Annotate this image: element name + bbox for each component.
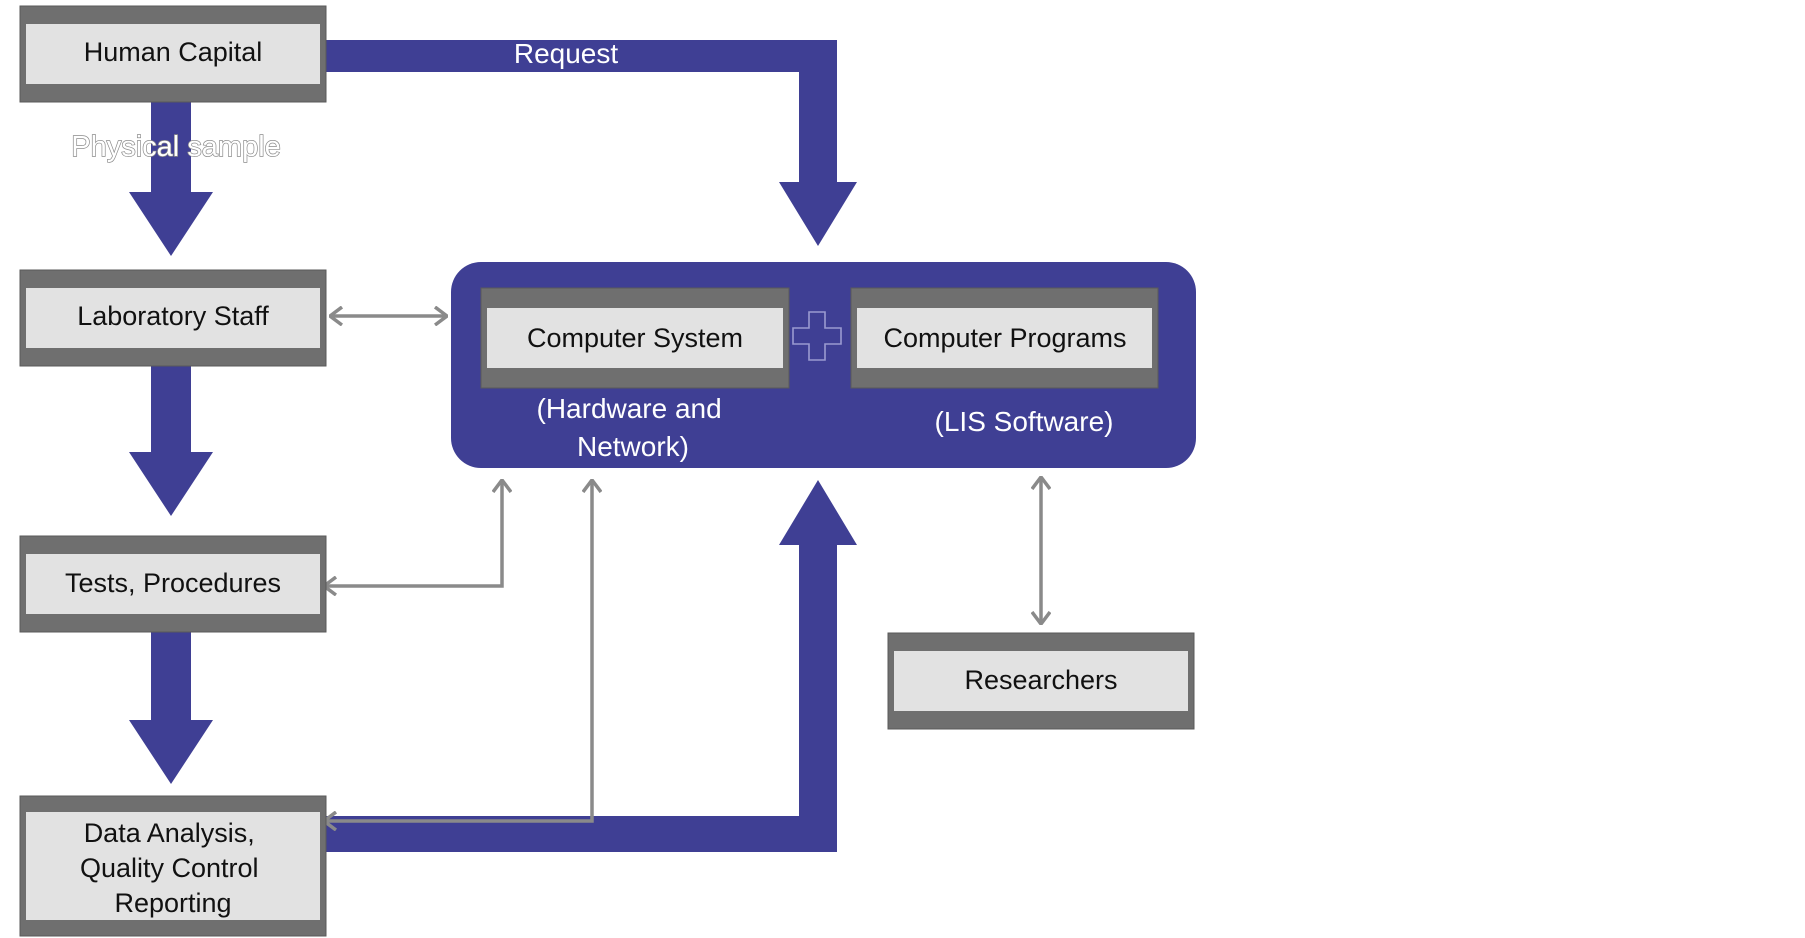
researchers-box: Researchers — [887, 632, 1195, 730]
request-flow-arrow — [326, 40, 857, 246]
data-analysis-box: Data Analysis, Quality Control Reporting — [19, 795, 327, 937]
human-capital-box: Human Capital — [19, 5, 327, 103]
physical-sample-label: Physical sample — [71, 131, 281, 163]
tests-lis-link-arrow — [324, 480, 502, 586]
data-analysis-line-2: Quality Control — [80, 853, 259, 883]
tests-to-analysis-flow-arrow — [129, 632, 213, 784]
analysis-lis-link-arrow — [324, 480, 592, 821]
data-analysis-label: Data Analysis, Quality Control Reporting — [80, 818, 266, 918]
data-analysis-line-3: Reporting — [114, 888, 231, 918]
plus-icon — [792, 311, 842, 361]
hardware-caption-line-1: (Hardware and — [537, 393, 722, 424]
computer-system-box: Computer System — [480, 287, 790, 389]
computer-programs-label: Computer Programs — [883, 323, 1126, 353]
computer-system-label: Computer System — [527, 323, 743, 353]
request-label: Request — [514, 38, 619, 69]
software-caption: (LIS Software) — [935, 406, 1114, 437]
staff-to-tests-flow-arrow — [129, 366, 213, 516]
hardware-caption-line-2: Network) — [577, 431, 689, 462]
data-results-flow-arrow — [326, 480, 857, 852]
data-analysis-line-1: Data Analysis, — [84, 818, 255, 848]
data-results-label: Data & Results — [491, 854, 678, 885]
laboratory-staff-label: Laboratory Staff — [77, 301, 269, 331]
physical-sample-flow-arrow — [129, 102, 213, 256]
researchers-label: Researchers — [964, 665, 1117, 695]
tests-procedures-label: Tests, Procedures — [65, 568, 281, 598]
computer-programs-box: Computer Programs — [850, 287, 1159, 389]
tests-procedures-box: Tests, Procedures — [19, 535, 327, 633]
hardware-caption: (Hardware and Network) — [537, 393, 730, 462]
human-capital-label: Human Capital — [84, 37, 263, 67]
laboratory-staff-box: Laboratory Staff — [19, 269, 327, 367]
